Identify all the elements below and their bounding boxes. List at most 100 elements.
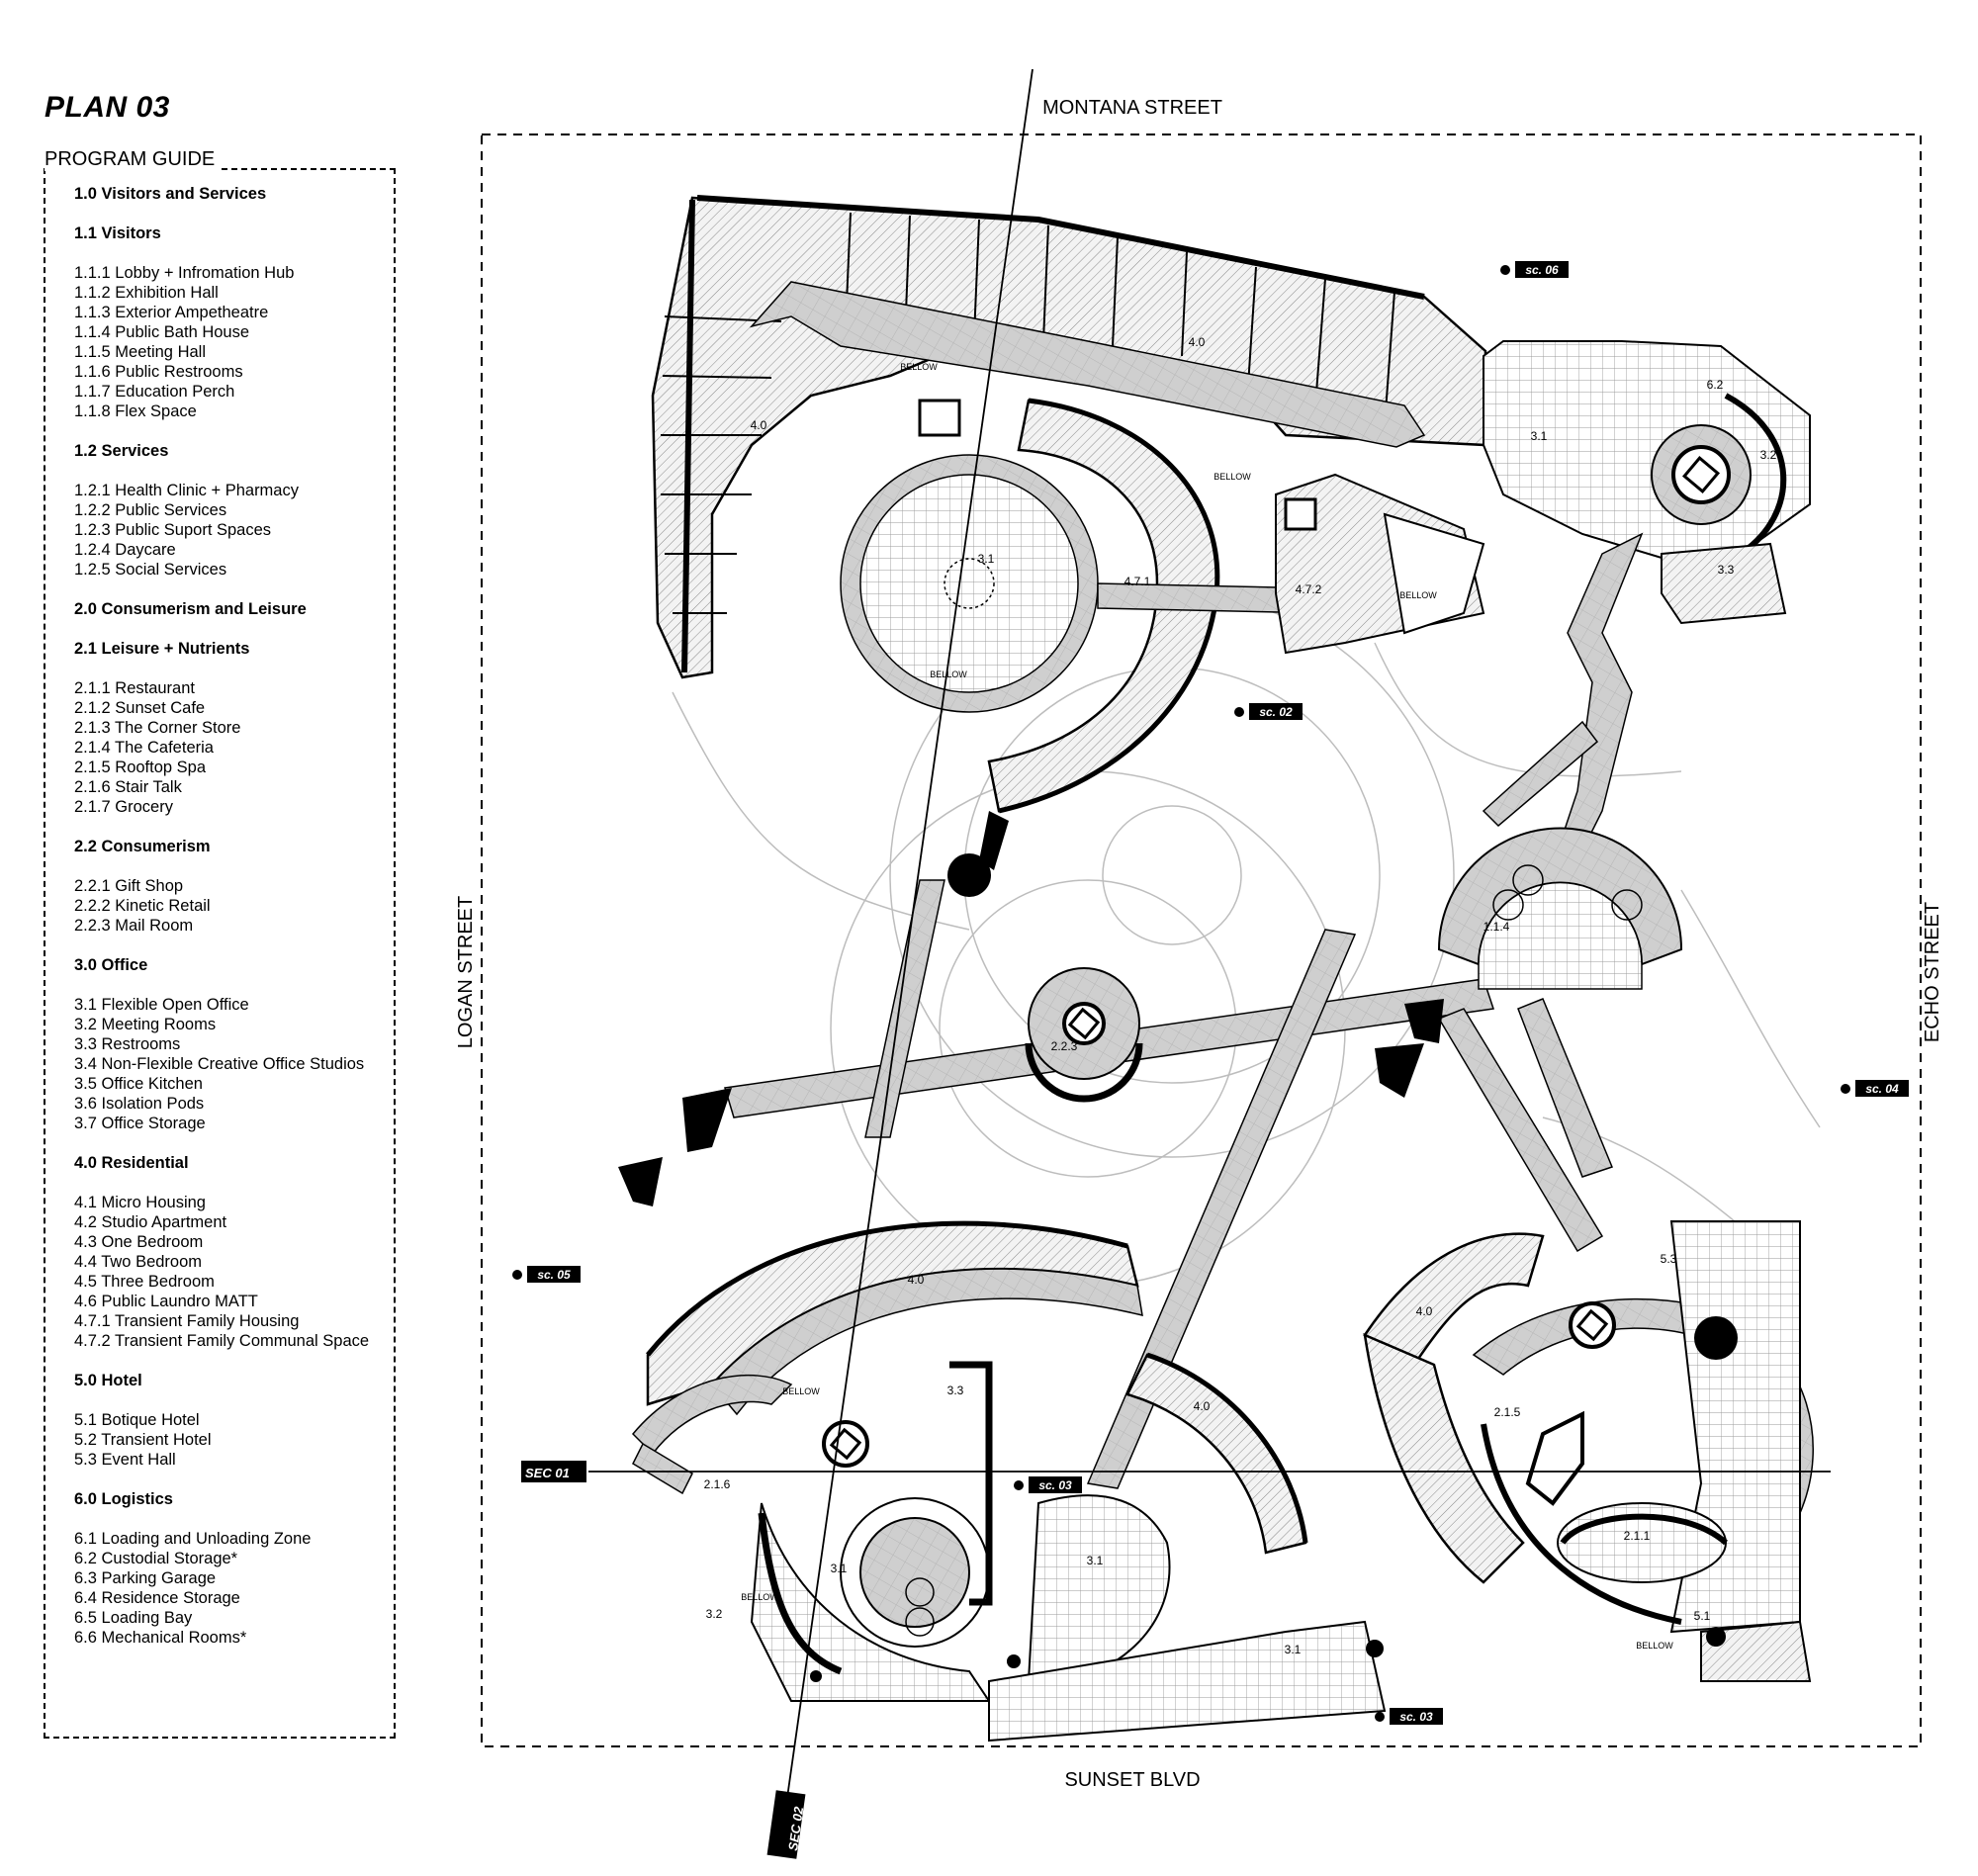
room-label: 2.1.1	[1624, 1529, 1651, 1543]
guide-item: 5.1 Botique Hotel	[74, 1411, 200, 1429]
room-label: 6.2	[1707, 378, 1724, 392]
guide-item: 4.7.1 Transient Family Housing	[74, 1312, 300, 1330]
section-tag: sc. 05	[512, 1266, 581, 1283]
guide-heading: 1.2 Services	[74, 442, 169, 460]
guide-item: 6.3 Parking Garage	[74, 1569, 217, 1587]
guide-item: 2.1.5 Rooftop Spa	[74, 759, 207, 776]
guide-item: 2.2.1 Gift Shop	[74, 877, 184, 895]
guide-item: 1.1.5 Meeting Hall	[74, 343, 206, 361]
guide-item: 1.1.4 Public Bath House	[74, 323, 250, 341]
guide-item: 1.2.3 Public Suport Spaces	[74, 521, 272, 539]
site-boundary	[481, 134, 1922, 1747]
room-label: 5.1	[1694, 1609, 1711, 1623]
guide-item: 3.1 Flexible Open Office	[74, 996, 249, 1014]
guide-heading: 4.0 Residential	[74, 1154, 189, 1172]
guide-item: 3.7 Office Storage	[74, 1115, 206, 1132]
guide-heading: 1.1 Visitors	[74, 224, 161, 242]
room-label: 2.2.3	[1051, 1039, 1078, 1053]
guide-item: 1.1.2 Exhibition Hall	[74, 284, 219, 302]
guide-heading: 1.0 Visitors and Services	[74, 185, 267, 203]
room-label: 5.3	[1661, 1252, 1677, 1266]
plan-title: PLAN 03	[45, 91, 170, 124]
room-label: 4.7.1	[1124, 575, 1151, 588]
guide-item: 1.2.1 Health Clinic + Pharmacy	[74, 482, 299, 499]
guide-item: 3.2 Meeting Rooms	[74, 1016, 217, 1033]
guide-heading: 5.0 Hotel	[74, 1372, 142, 1389]
guide-item: 1.1.3 Exterior Ampetheatre	[74, 304, 269, 321]
guide-item: 4.7.2 Transient Family Communal Space	[74, 1332, 370, 1350]
guide-heading: 2.0 Consumerism and Leisure	[74, 600, 307, 618]
central-concourse	[618, 827, 1683, 1489]
program-guide-list: 1.0 Visitors and Services 1.1 Visitors 1.1…	[74, 184, 391, 1667]
guide-item: 3.4 Non-Flexible Creative Office Studios	[74, 1055, 365, 1073]
room-label: 4.7.2	[1296, 582, 1322, 596]
svg-text:sc. 02: sc. 02	[1259, 705, 1293, 719]
guide-item: 4.2 Studio Apartment	[74, 1213, 227, 1231]
room-label: 4.0	[1189, 335, 1206, 349]
section-lines	[521, 68, 1831, 1859]
program-guide-box	[44, 168, 396, 1739]
section-tag: sc. 06	[1500, 261, 1569, 278]
guide-item: 1.2.4 Daycare	[74, 541, 176, 559]
room-label: 1.1.4	[1484, 920, 1510, 934]
room-label: 2.1.6	[704, 1477, 731, 1491]
room-label: 2.1.5	[1494, 1405, 1521, 1419]
guide-item: 3.6 Isolation Pods	[74, 1095, 205, 1113]
guide-item: 2.1.4 The Cafeteria	[74, 739, 214, 757]
guide-item: 2.1.3 The Corner Store	[74, 719, 241, 737]
guide-item: 2.1.2 Sunset Cafe	[74, 699, 206, 717]
section-tag: sc. 04	[1841, 1080, 1909, 1097]
room-label: BELLOW	[900, 362, 938, 372]
guide-item: 2.2.3 Mail Room	[74, 917, 194, 935]
room-label: 3.2	[706, 1607, 723, 1621]
guide-heading: 2.2 Consumerism	[74, 838, 211, 855]
guide-item: 6.1 Loading and Unloading Zone	[74, 1530, 312, 1548]
section-tag: sc. 03	[1014, 1476, 1082, 1493]
north-block	[651, 195, 1811, 897]
guide-heading: 2.1 Leisure + Nutrients	[74, 640, 250, 658]
room-label: 3.1	[1087, 1554, 1104, 1567]
street-south: SUNSET BLVD	[1064, 1769, 1200, 1791]
guide-item: 1.1.7 Education Perch	[74, 383, 235, 401]
room-label: 3.3	[947, 1384, 964, 1397]
guide-item: 4.5 Three Bedroom	[74, 1273, 215, 1291]
svg-text:sc. 05: sc. 05	[537, 1268, 571, 1282]
guide-item: 5.2 Transient Hotel	[74, 1431, 212, 1449]
room-label: 4.0	[908, 1273, 925, 1287]
room-label: 3.3	[1718, 563, 1735, 577]
room-label: 3.1	[1531, 429, 1548, 443]
guide-item: 1.1.6 Public Restrooms	[74, 363, 243, 381]
room-label: 4.0	[751, 418, 767, 432]
room-label: 3.2	[1760, 448, 1777, 462]
guide-item: 1.1.8 Flex Space	[74, 402, 197, 420]
guide-item: 6.4 Residence Storage	[74, 1589, 240, 1607]
street-west: LOGAN STREET	[455, 896, 477, 1048]
room-label: BELLOW	[1636, 1641, 1673, 1651]
room-label: BELLOW	[782, 1386, 820, 1396]
room-label: BELLOW	[1399, 590, 1437, 600]
room-label: 3.1	[831, 1562, 848, 1575]
south-east-block	[1363, 1220, 1814, 1682]
guide-item: 6.6 Mechanical Rooms*	[74, 1629, 247, 1647]
guide-item: 1.2.2 Public Services	[74, 501, 227, 519]
sec-01-label: SEC 01	[525, 1466, 570, 1480]
room-label: 4.0	[1416, 1304, 1433, 1318]
guide-item: 3.5 Office Kitchen	[74, 1075, 203, 1093]
section-tag: sc. 03	[1375, 1708, 1443, 1725]
guide-item: 4.6 Public Laundro MATT	[74, 1293, 258, 1310]
section-tag: sc. 02	[1234, 703, 1303, 720]
svg-text:sc. 03: sc. 03	[1038, 1478, 1072, 1492]
sec-02-label: SEC 02	[785, 1805, 806, 1851]
guide-heading: 3.0 Office	[74, 956, 148, 974]
guide-item: 1.1.1 Lobby + Infromation Hub	[74, 264, 295, 282]
guide-item: 3.3 Restrooms	[74, 1035, 181, 1053]
south-west-block	[631, 1220, 1387, 1742]
guide-item: 5.3 Event Hall	[74, 1451, 176, 1469]
street-east: ECHO STREET	[1922, 902, 1943, 1042]
room-label: 4.0	[1194, 1399, 1211, 1413]
program-guide-title: PROGRAM GUIDE	[45, 148, 220, 171]
section-tags: sc. 06 sc. 02 sc. 04 sc. 05 sc. 03 sc. 03	[512, 261, 1909, 1725]
guide-item: 2.1.1 Restaurant	[74, 679, 195, 697]
room-labels: 4.04.06.23.13.23.3BELLOWBELLOWBELLOWBELL…	[704, 335, 1777, 1656]
